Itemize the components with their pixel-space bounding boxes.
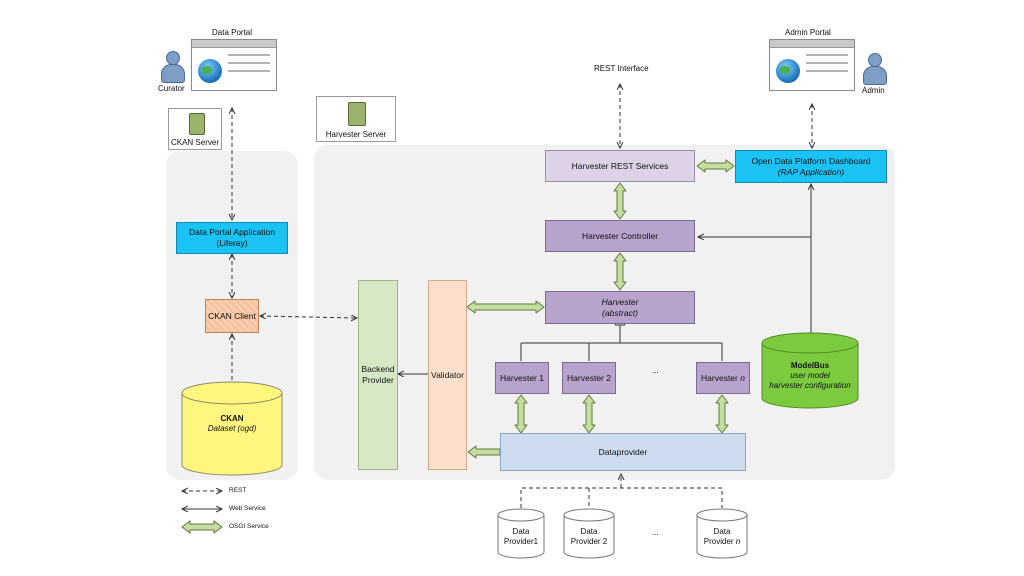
osgi-services-controller [613,182,627,220]
data-portal-application: Data Portal Application (Liferay) [176,222,288,254]
osgi-h2-dataprovider [582,394,596,434]
harvester-2: Harvester 2 [562,362,616,394]
harvester-ellipsis: ... [652,366,659,375]
rest-client-to-backend [260,316,357,318]
data-provider-1-label: Data Provider1 [503,527,539,546]
ckan-client: CKAN Client [205,299,259,333]
data-provider-1-cylinder [497,508,545,559]
harvester-controller: Harvester Controller [545,220,695,252]
curator-user-icon [160,51,185,85]
admin-label: Admin [862,86,885,95]
open-data-platform-dashboard: Open Data Platform Dashboard (RAP Applic… [735,150,887,183]
server-icon [348,102,366,126]
data-provider-2-cylinder [563,508,615,559]
data-portal-title: Data Portal [212,28,253,37]
osgi-controller-abstract [613,252,627,291]
data-provider-2-label: Data Provider 2 [570,527,608,546]
osgi-services-dashboard [696,159,735,173]
legend-osgi-arrow [181,520,223,534]
data-provider-n-label: Data Provider n [703,527,741,546]
rest-interface-label: REST Interface [594,64,649,73]
harvester-rest-services: Harvester REST Services [545,150,695,182]
legend-rest-label: REST [229,487,247,494]
legend-osgi-service-label: OSGI Service [229,523,269,530]
harvester-server-label: Harvester Server [316,96,396,142]
data-portal-window [191,39,277,91]
rest-providers-bus [520,487,723,508]
server-icon [189,113,205,135]
admin-portal-title: Admin Portal [785,28,831,37]
harvester-n: Harvester n [696,362,750,394]
osgi-dataprovider-validator [467,445,501,459]
ckan-db-cylinder [181,381,283,476]
admin-portal-window [769,39,855,91]
harvester-abstract: Harvester (abstract) [545,291,695,324]
legend-web-service-label: Web Service [229,505,266,512]
admin-user-icon [862,53,887,87]
backend-provider: Backend Provider [358,280,398,470]
dataprovider: Dataprovider [500,433,746,471]
data-provider-ellipsis: ... [652,528,659,537]
harvester-1: Harvester 1 [495,362,549,394]
osgi-h1-dataprovider [514,394,528,434]
curator-label: Curator [158,84,185,93]
ckan-server-label: CKAN Server [168,108,222,150]
osgi-validator-harvester [466,300,545,314]
data-provider-n-cylinder [696,508,748,559]
osgi-hn-dataprovider [715,394,729,434]
validator: Validator [428,280,467,470]
modelbus-cylinder [761,332,859,409]
ckan-db-label: CKAN Dataset (ogd) [207,414,257,433]
modelbus-label: ModelBus user model harvester configurat… [769,361,851,390]
